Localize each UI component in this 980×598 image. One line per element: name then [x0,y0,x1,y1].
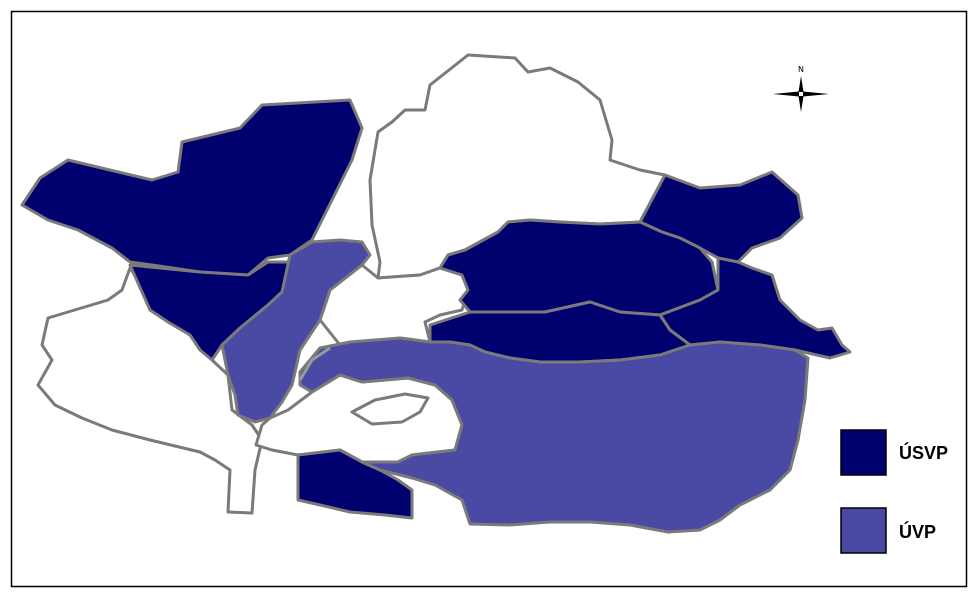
region-uvp-corridor [220,238,372,424]
legend-label-usvp: ÚSVP [899,442,948,463]
compass-arrow-north [798,76,804,92]
map-legend: ÚSVP ÚVP [840,429,948,554]
region-usvp-northwest [20,98,364,277]
region-usvp-south [296,448,414,520]
legend-label-uvp: ÚVP [899,521,936,542]
compass-arrow-south [798,96,804,112]
compass-arrow-east [803,91,829,97]
region-lake [350,392,430,426]
compass-arrow-west [773,91,799,97]
compass-rose: N [773,65,829,112]
legend-swatch-uvp [840,507,887,554]
compass-north-label: N [798,65,804,74]
legend-swatch-usvp [840,429,887,476]
region-uvp-southeast [298,336,810,534]
uvp-regions [220,238,810,534]
usvp-regions [20,98,852,520]
river-line [298,346,331,381]
